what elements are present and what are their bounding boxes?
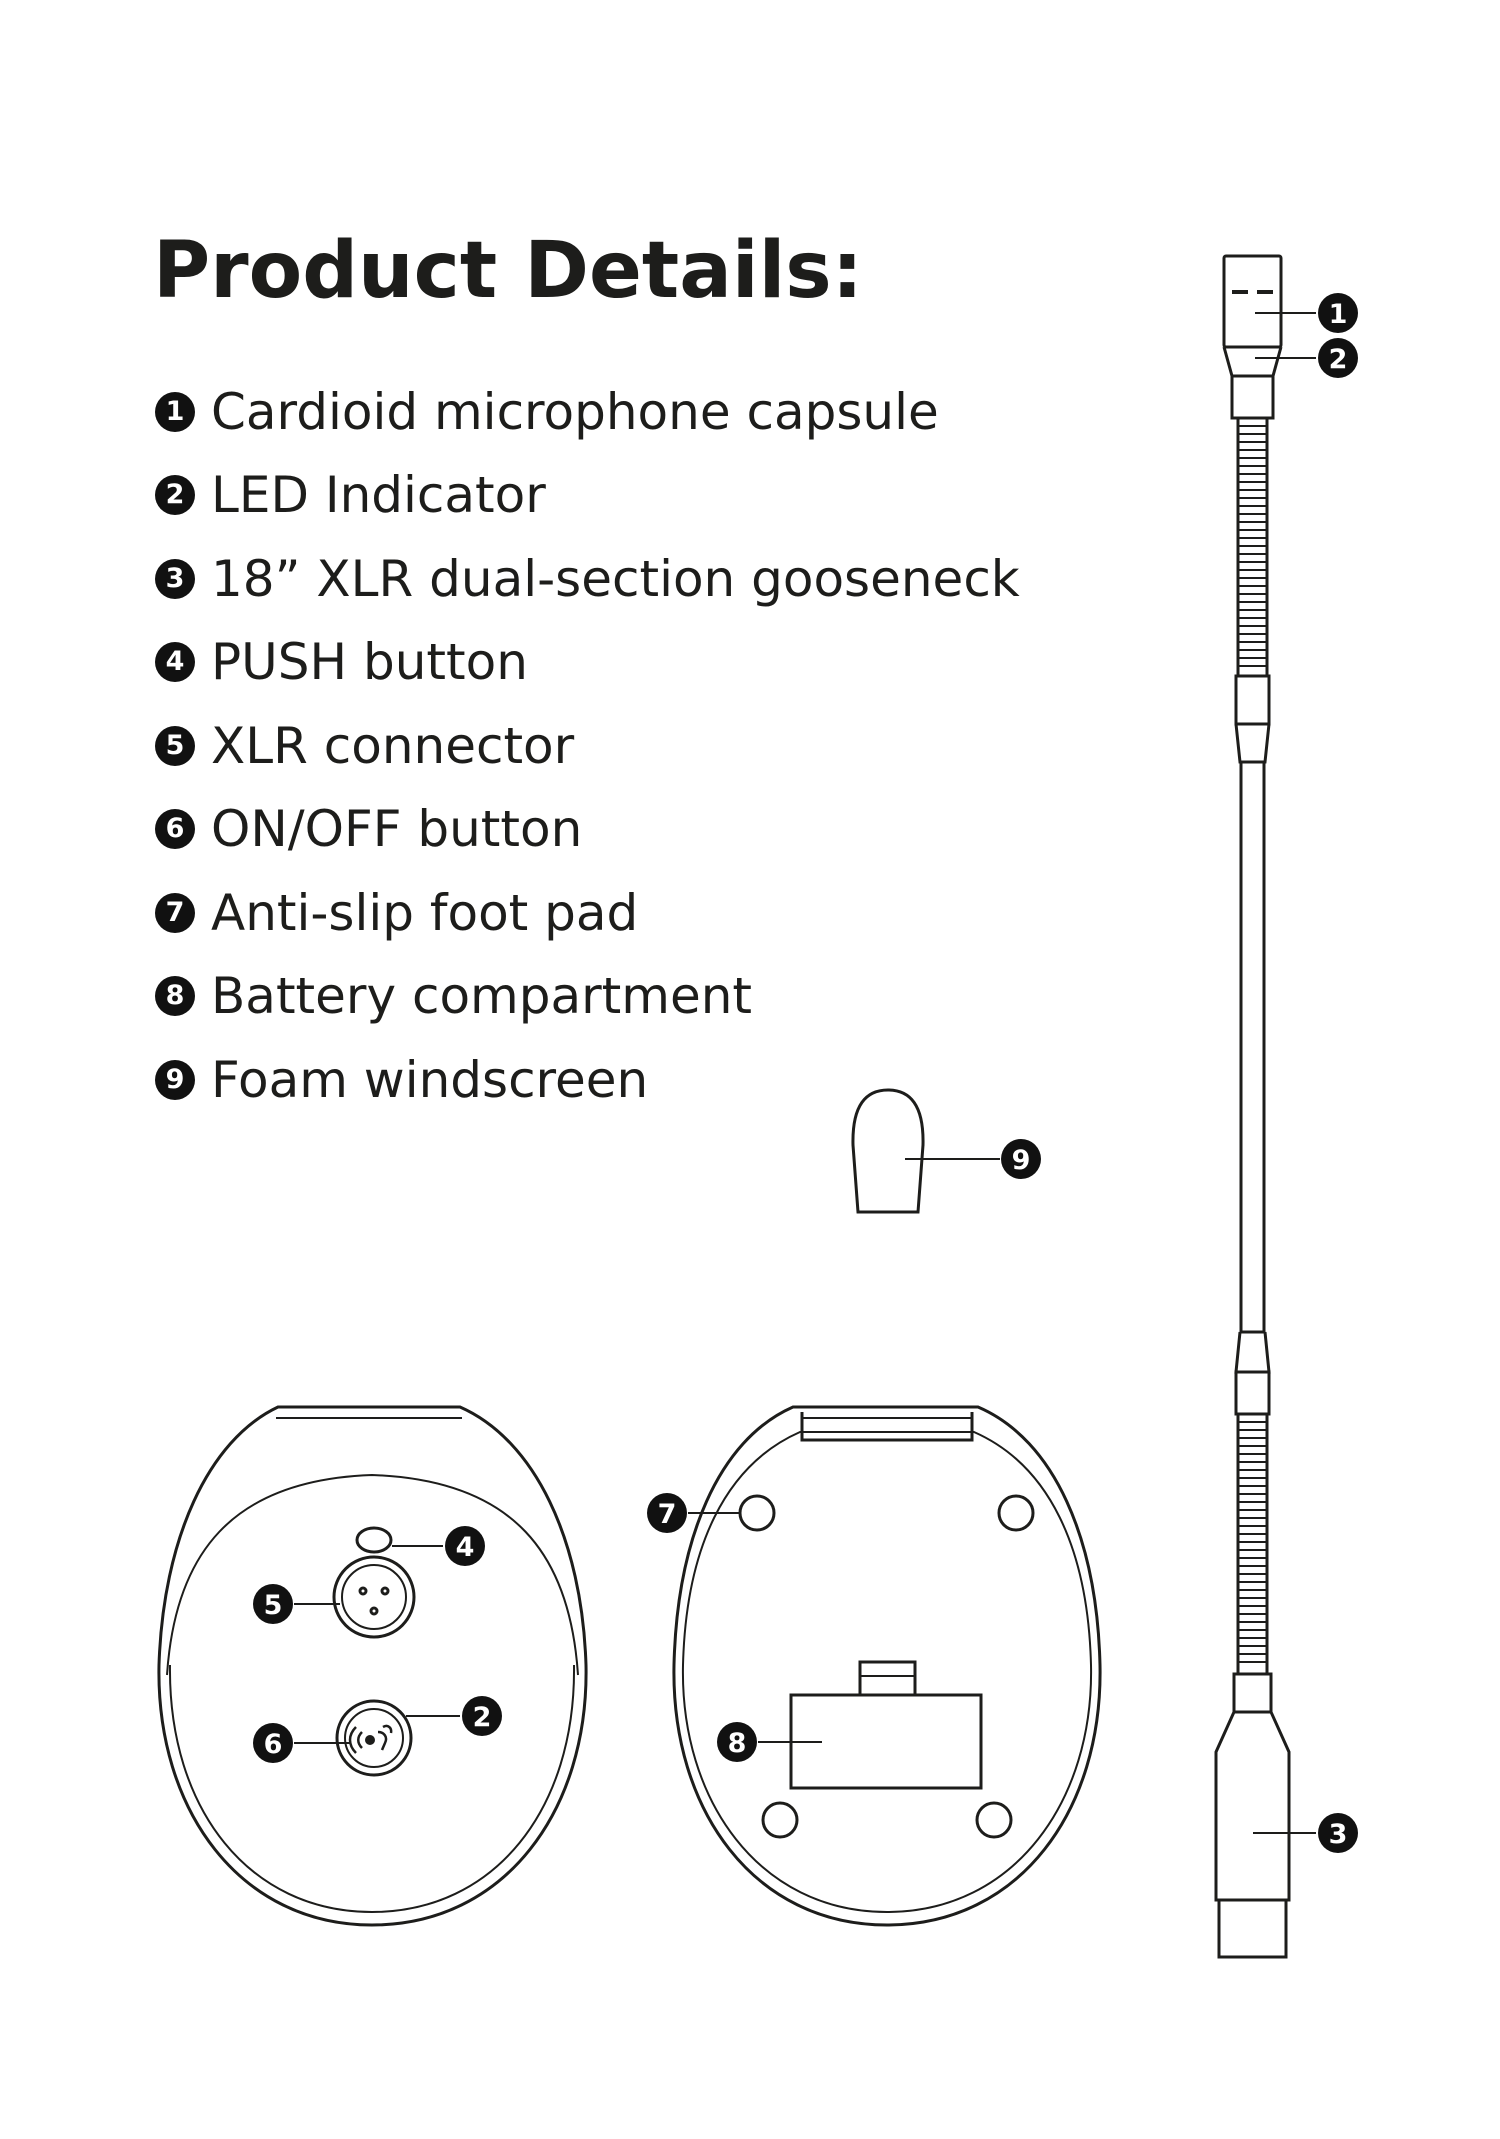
callout-2-led-gooseneck: 2 <box>1255 338 1358 378</box>
detail-label: Foam windscreen <box>211 1050 649 1109</box>
base-top-view-illustration <box>157 1405 588 1927</box>
callout-badge <box>717 1722 757 1762</box>
connector-collar <box>1232 1672 1273 1714</box>
detail-label: Cardioid microphone capsule <box>211 382 939 441</box>
callout-9-windscreen: 9 <box>905 1139 1041 1179</box>
callout-badge <box>253 1584 293 1624</box>
detail-label: XLR connector <box>211 716 575 775</box>
detail-item-7: 7 Anti-slip foot pad <box>155 871 1020 955</box>
foot-pad <box>997 1494 1035 1532</box>
foot-pad <box>761 1801 799 1839</box>
callout-number: 2 <box>473 1702 492 1733</box>
callout-badge <box>462 1696 502 1736</box>
callout-badge <box>1318 1813 1358 1853</box>
lower-coupler-taper <box>1234 1331 1271 1374</box>
callout-badge <box>1318 293 1358 333</box>
number-badge: 7 <box>155 892 195 933</box>
detail-label: Anti-slip foot pad <box>211 883 639 942</box>
detail-label: 18” XLR dual-section gooseneck <box>211 549 1020 608</box>
callout-number: 5 <box>264 1590 283 1621</box>
callout-3-connector: 3 <box>1253 1813 1358 1853</box>
rigid-tube <box>1239 760 1266 1334</box>
callout-number: 3 <box>1329 1819 1348 1850</box>
detail-item-3: 3 18” XLR dual-section gooseneck <box>155 537 1020 621</box>
foot-pad <box>738 1494 776 1532</box>
callout-badge <box>1318 338 1358 378</box>
callout-8-battery: 8 <box>717 1722 822 1762</box>
bottom-outer-shell <box>672 1405 1102 1927</box>
callout-badge <box>647 1493 687 1533</box>
callout-number: 9 <box>1012 1145 1031 1176</box>
detail-item-5: 5 XLR connector <box>155 704 1020 788</box>
number-badge: 3 <box>155 558 195 599</box>
callout-7-footpad: 7 <box>647 1493 740 1533</box>
upper-coupler-taper <box>1234 723 1271 764</box>
detail-item-8: 8 Battery compartment <box>155 955 1020 1039</box>
callout-6-onoff: 6 <box>253 1723 350 1763</box>
callout-number: 2 <box>1329 344 1348 375</box>
callout-4-push: 4 <box>392 1526 485 1566</box>
xlr-pin <box>369 1606 379 1616</box>
number-badge: 5 <box>155 725 195 766</box>
callout-5-xlr: 5 <box>253 1584 340 1624</box>
foot-pad <box>975 1801 1013 1839</box>
detail-label: PUSH button <box>211 633 528 692</box>
callout-number: 1 <box>1329 299 1348 330</box>
lower-coupler <box>1234 1370 1271 1416</box>
talk-icon <box>348 1724 393 1754</box>
callout-number: 8 <box>728 1728 747 1759</box>
foam-windscreen-illustration <box>851 1088 925 1214</box>
onoff-button-outer <box>335 1699 413 1777</box>
product-details-list: 1 Cardioid microphone capsule 2 LED Indi… <box>155 370 1020 1122</box>
onoff-button-inner <box>344 1708 404 1768</box>
number-badge: 6 <box>155 809 195 850</box>
xlr-pin <box>358 1586 368 1596</box>
windscreen-shape <box>851 1088 925 1214</box>
callout-1-capsule: 1 <box>1255 293 1358 333</box>
base-bottom-view-illustration <box>672 1405 1102 1927</box>
number-badge: 1 <box>155 391 195 432</box>
battery-latch <box>858 1660 917 1697</box>
bottom-hinge <box>800 1412 974 1442</box>
push-button <box>355 1526 393 1554</box>
page-title: Product Details: <box>153 226 863 316</box>
callout-badge <box>445 1526 485 1566</box>
callout-badge <box>1001 1139 1041 1179</box>
number-badge: 8 <box>155 976 195 1017</box>
base-panel-arc <box>166 1473 579 1676</box>
xlr-pin <box>380 1586 390 1596</box>
detail-item-9: 9 Foam windscreen <box>155 1038 1020 1122</box>
detail-label: Battery compartment <box>211 967 753 1026</box>
detail-item-4: 4 PUSH button <box>155 621 1020 705</box>
detail-label: ON/OFF button <box>211 800 583 859</box>
capsule-head <box>1222 254 1283 349</box>
xlr-connector-tip <box>1217 1898 1288 1959</box>
detail-item-1: 1 Cardioid microphone capsule <box>155 370 1020 454</box>
flex-ribs <box>1238 425 1267 667</box>
number-badge: 9 <box>155 1059 195 1100</box>
detail-label: LED Indicator <box>211 466 546 525</box>
callout-badge <box>253 1723 293 1763</box>
callout-number: 6 <box>264 1729 283 1760</box>
flex-ribs <box>1238 1421 1267 1663</box>
xlr-jack-outer <box>332 1555 416 1639</box>
callout-number: 7 <box>658 1499 677 1530</box>
xlr-connector-body <box>1214 1711 1291 1902</box>
xlr-jack-inner <box>341 1564 407 1630</box>
upper-coupler <box>1234 674 1271 726</box>
callout-2-led-base: 2 <box>406 1696 502 1736</box>
number-badge: 2 <box>155 475 195 516</box>
base-outer-shell <box>157 1405 588 1927</box>
detail-item-6: 6 ON/OFF button <box>155 788 1020 872</box>
callout-number: 4 <box>456 1532 475 1563</box>
gooseneck-microphone-illustration <box>1214 254 1291 1959</box>
bottom-inner-contour <box>681 1431 1093 1914</box>
detail-item-2: 2 LED Indicator <box>155 454 1020 538</box>
number-badge: 4 <box>155 642 195 683</box>
base-inner-contour <box>168 1664 576 1914</box>
